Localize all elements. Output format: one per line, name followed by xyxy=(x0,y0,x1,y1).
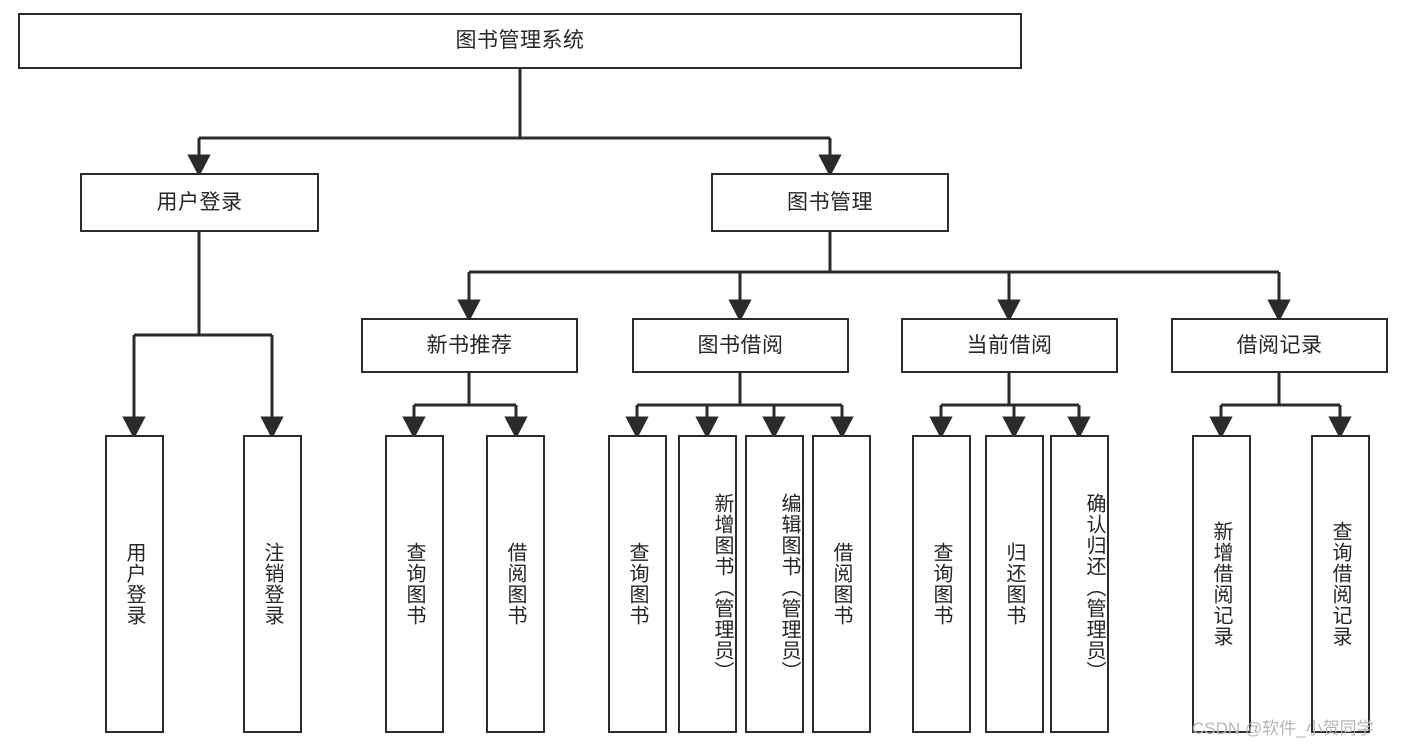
node-leaf-record-add[interactable]: 新增借阅记录 xyxy=(1192,435,1251,733)
node-leaf-borrow-query-book[interactable]: 查询图书 xyxy=(608,435,667,733)
node-user-login[interactable]: 用户登录 xyxy=(80,173,319,232)
node-book-borrow[interactable]: 图书借阅 xyxy=(632,318,849,373)
node-leaf-borrow-edit-book[interactable]: 编辑图书（管理员） xyxy=(745,435,804,733)
csdn-watermark: CSDN @软件_小贺同学 xyxy=(1192,719,1374,738)
node-current-borrow[interactable]: 当前借阅 xyxy=(901,318,1118,373)
node-new-book-recommend[interactable]: 新书推荐 xyxy=(361,318,578,373)
node-leaf-current-query-book[interactable]: 查询图书 xyxy=(912,435,971,733)
node-leaf-current-return-book[interactable]: 归还图书 xyxy=(985,435,1044,733)
node-leaf-current-confirm-return[interactable]: 确认归还（管理员） xyxy=(1050,435,1109,733)
node-leaf-user-logout[interactable]: 注销登录 xyxy=(243,435,302,733)
node-leaf-rec-query-book[interactable]: 查询图书 xyxy=(385,435,444,733)
node-leaf-user-login[interactable]: 用户登录 xyxy=(105,435,164,733)
node-leaf-borrow-add-book[interactable]: 新增图书（管理员） xyxy=(678,435,737,733)
node-book-manage[interactable]: 图书管理 xyxy=(711,173,949,232)
node-root[interactable]: 图书管理系统 xyxy=(18,13,1022,69)
node-borrow-record[interactable]: 借阅记录 xyxy=(1171,318,1388,373)
node-leaf-rec-borrow-book[interactable]: 借阅图书 xyxy=(486,435,545,733)
node-leaf-record-query[interactable]: 查询借阅记录 xyxy=(1311,435,1370,733)
node-leaf-borrow-borrow-book[interactable]: 借阅图书 xyxy=(812,435,871,733)
